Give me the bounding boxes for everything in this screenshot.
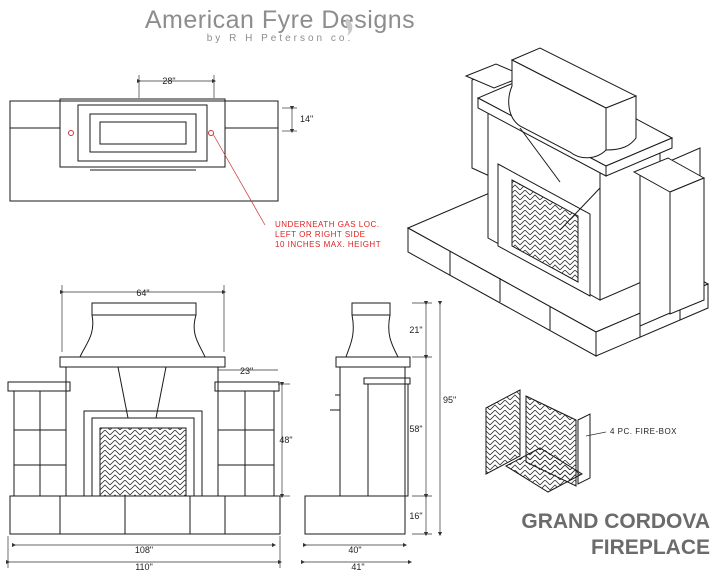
side-base-height: 16" (409, 511, 422, 521)
side-dimensions (300, 300, 443, 565)
side-depth: 40" (348, 545, 361, 555)
isometric-view (406, 47, 710, 357)
side-view (304, 302, 411, 535)
title-block: GRAND CORDOVA FIREPLACE (521, 509, 710, 561)
brand-name: American Fyre Designs (144, 6, 416, 34)
side-overall-height: 95" (443, 395, 456, 405)
front-base (9, 495, 281, 535)
plan-view (9, 98, 279, 202)
brand-tagline: by R H Peterson co. (206, 33, 354, 44)
front-body-height: 48" (279, 435, 292, 445)
plan-depth-dim: 14" (300, 114, 313, 124)
product-title-line2: FIREPLACE (590, 536, 710, 559)
front-firebox-brick (99, 427, 187, 497)
firebox-detail (485, 389, 607, 493)
gas-note-1: UNDERNEATH GAS LOC. (275, 220, 379, 229)
gas-note-3: 10 INCHES MAX. HEIGHT (275, 240, 381, 249)
front-overall-width: 110" (135, 562, 153, 572)
plan-dimensions (136, 75, 297, 226)
front-base-width: 108" (135, 545, 153, 555)
iso-firebox-brick (511, 179, 579, 283)
side-wing (367, 383, 409, 497)
plan-hood-outer (77, 104, 208, 162)
side-hood (345, 302, 399, 358)
plan-body (59, 98, 226, 168)
front-wing-right (217, 390, 275, 497)
product-title-line1: GRAND CORDOVA (521, 510, 710, 533)
front-view (7, 302, 281, 535)
plan-outline (9, 100, 279, 202)
plan-hood-inner (89, 113, 197, 153)
plan-base (9, 100, 279, 202)
side-hood-height: 21" (409, 325, 422, 335)
side-base (304, 495, 406, 535)
side-mid-height: 58" (409, 424, 422, 434)
front-dimensions (5, 285, 290, 568)
gas-loc-right (208, 130, 214, 136)
front-hood (79, 302, 206, 358)
brand-header: American Fyre Designs by R H Peterson co… (0, 6, 560, 44)
plan-opening (99, 121, 187, 145)
plan-width-dim: 28" (162, 76, 175, 86)
gas-loc-left (68, 130, 74, 136)
gas-note-2: LEFT OR RIGHT SIDE (275, 230, 366, 239)
front-side-depth: 23" (240, 366, 253, 376)
side-body (339, 366, 406, 497)
side-overall-depth: 41" (351, 562, 364, 572)
front-hood-width: 64" (136, 288, 149, 298)
firebox-label: 4 PC. FIRE-BOX (610, 427, 677, 436)
flame-icon (345, 18, 353, 36)
